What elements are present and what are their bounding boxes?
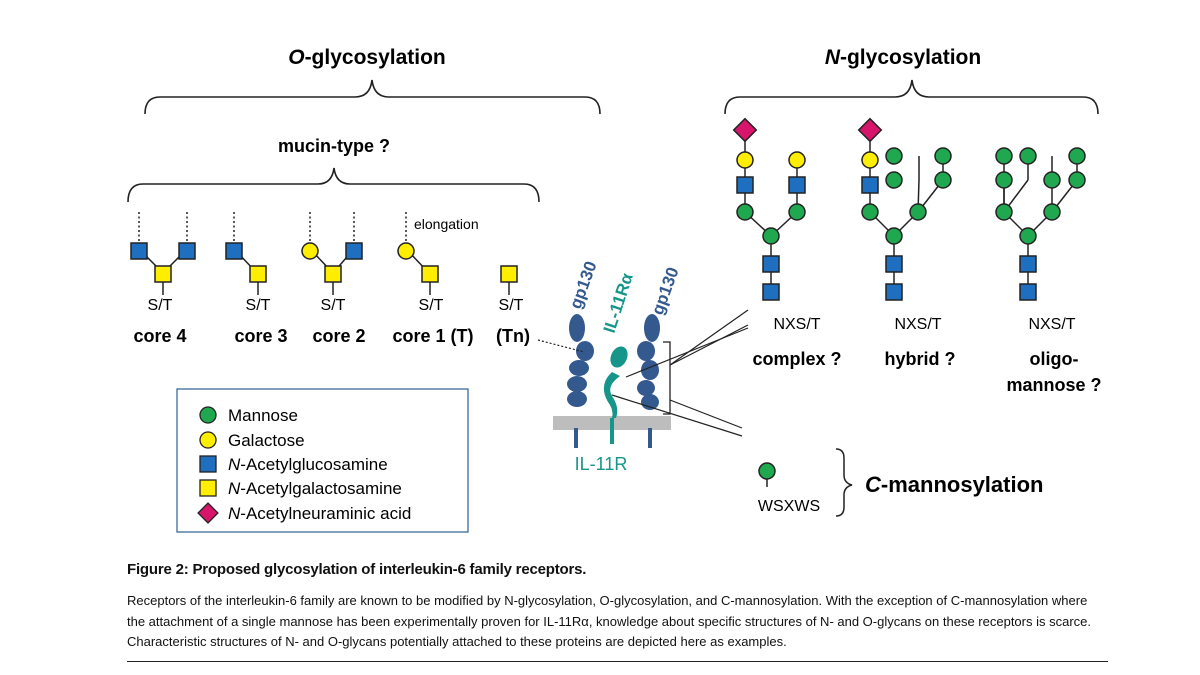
il-11r-label: IL-11R: [575, 454, 628, 474]
core1-site: S/T: [419, 297, 444, 314]
glcnac-square: [762, 255, 780, 273]
mannose-circle: [934, 147, 952, 165]
glcnac-square: [178, 242, 196, 260]
caption-divider: [127, 661, 1108, 662]
caption-body: Receptors of the interleukin-6 family ar…: [127, 593, 1091, 649]
o-glycosylation-heading: O-glycosylation: [288, 46, 446, 69]
mannose-circle: [736, 203, 754, 221]
core4-label: core 4: [133, 326, 186, 346]
n-glycosylation-heading: N-glycosylation: [825, 46, 981, 69]
mannose-circle: [995, 203, 1013, 221]
mannose-circle: [1068, 147, 1086, 165]
core2-label: core 2: [312, 326, 365, 346]
mannose-circle: [758, 462, 776, 480]
galactose-circle: [736, 151, 754, 169]
mannose-circle: [762, 227, 780, 245]
glcnac-square: [861, 176, 879, 194]
galnac-square: [199, 479, 217, 497]
mannose-circle: [885, 171, 903, 189]
mucin-type-heading: mucin-type ?: [278, 136, 390, 156]
mannose-circle: [1043, 203, 1061, 221]
hybrid-site: NXS/T: [894, 316, 941, 333]
galnac-square: [421, 265, 439, 283]
glcnac-square: [736, 176, 754, 194]
tn-site: S/T: [499, 297, 524, 314]
complex-label: complex ?: [752, 349, 841, 369]
neuac-diamond: [197, 502, 219, 524]
o-glycosylation-brace: [144, 79, 601, 115]
mannose-circle: [1019, 147, 1037, 165]
legend-glcnac: N-Acetylglucosamine: [228, 455, 388, 474]
galactose-circle: [861, 151, 879, 169]
wsxws-site: WSXWS: [758, 498, 820, 515]
core1-label: core 1 (T): [392, 326, 473, 346]
galactose-circle: [788, 151, 806, 169]
o-core-labels: core 4 core 3 core 2 core 1 (T) (Tn): [133, 326, 530, 346]
mannose-circle: [861, 203, 879, 221]
mannose-circle: [934, 171, 952, 189]
glcnac-square: [885, 255, 903, 273]
mannose-circle: [885, 227, 903, 245]
mannose-circle: [1043, 171, 1061, 189]
neuac-diamond: [732, 117, 758, 143]
glcnac-square: [130, 242, 148, 260]
n-glycan-structures: [732, 117, 1086, 301]
legend-mannose: Mannose: [228, 406, 298, 425]
hybrid-label: hybrid ?: [885, 349, 956, 369]
elongation-label: elongation: [414, 216, 479, 232]
glcnac-square: [1019, 283, 1037, 301]
neuac-diamond: [857, 117, 883, 143]
gp130-left-label: gp130: [566, 259, 601, 312]
legend-galnac: N-Acetylgalactosamine: [228, 479, 402, 498]
mucin-type-brace: [127, 167, 540, 203]
galnac-square: [249, 265, 267, 283]
glycosylation-figure: O-glycosylation N-glycosylation mucin-ty…: [127, 46, 1102, 533]
mannose-circle: [1019, 227, 1037, 245]
core3-label: core 3: [234, 326, 287, 346]
galactose-circle: [199, 431, 217, 449]
glcnac-square: [225, 242, 243, 260]
caption-title: Figure 2: Proposed glycosylation of inte…: [127, 561, 587, 578]
o-core-structures: [130, 212, 518, 295]
oligomannose-site: NXS/T: [1028, 316, 1075, 333]
o-core-site-labels: S/T S/T S/T S/T S/T: [148, 297, 524, 314]
core2-site: S/T: [321, 297, 346, 314]
glcnac-square: [1019, 255, 1037, 273]
legend: Mannose Galactose N-Acetylglucosamine N-…: [176, 388, 469, 533]
mannose-circle: [788, 203, 806, 221]
glcnac-square: [788, 176, 806, 194]
glcnac-square: [199, 455, 217, 473]
mannose-circle: [885, 147, 903, 165]
glcnac-square: [345, 242, 363, 260]
oligomannose-label-line1: oligo-: [1030, 349, 1079, 369]
core3-site: S/T: [246, 297, 271, 314]
galnac-square: [154, 265, 172, 283]
n-glycosylation-brace: [724, 79, 1099, 115]
complex-site: NXS/T: [773, 316, 820, 333]
mannose-circle: [199, 406, 217, 424]
tn-label: (Tn): [496, 326, 530, 346]
c-mannosylation-group: WSXWS C-mannosylation: [758, 448, 1043, 517]
galnac-square: [500, 265, 518, 283]
connector-lines: [537, 309, 749, 437]
gp130-right-label: gp130: [648, 265, 683, 318]
mannose-circle: [995, 171, 1013, 189]
galactose-circle: [301, 242, 319, 260]
legend-galactose: Galactose: [228, 431, 305, 450]
legend-neuac: N-Acetylneuraminic acid: [228, 504, 411, 523]
core4-site: S/T: [148, 297, 173, 314]
mannose-circle: [909, 203, 927, 221]
n-glycan-labels: complex ? hybrid ? oligo- mannose ?: [752, 349, 1101, 395]
il11ra-label: IL-11Rα: [600, 270, 637, 335]
glcnac-square: [762, 283, 780, 301]
oligomannose-label-line2: mannose ?: [1006, 375, 1101, 395]
galnac-square: [324, 265, 342, 283]
galactose-circle: [397, 242, 415, 260]
mannose-circle: [1068, 171, 1086, 189]
receptor-complex: [553, 314, 671, 448]
c-mannosylation-heading: C-mannosylation: [865, 472, 1043, 497]
glcnac-square: [885, 283, 903, 301]
n-glycan-site-labels: NXS/T NXS/T NXS/T: [773, 316, 1075, 333]
mannose-circle: [995, 147, 1013, 165]
